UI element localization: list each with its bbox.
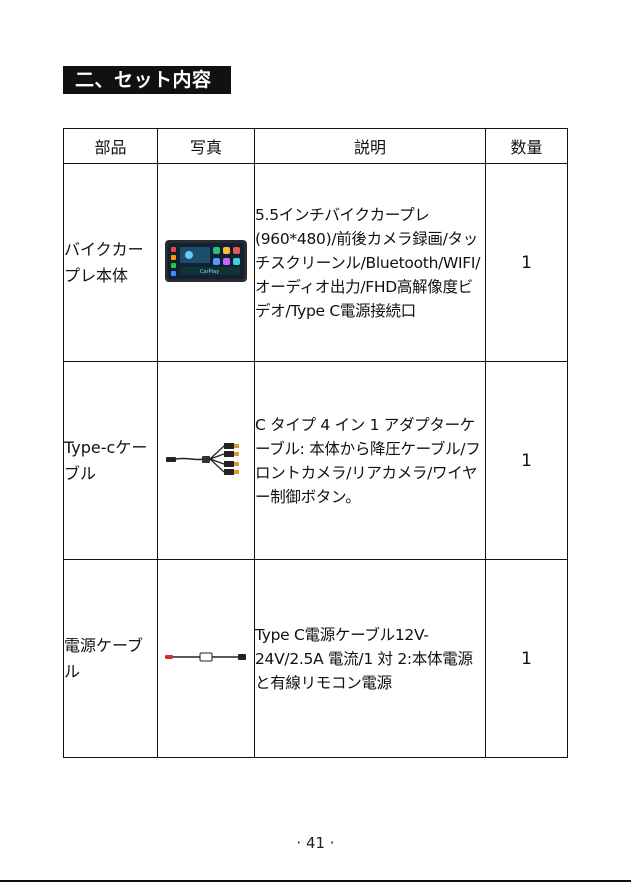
part-name: 電源ケーブル (64, 560, 158, 758)
quantity: 1 (486, 560, 568, 758)
description: C タイプ 4 イン 1 アダプターケーブル: 本体から降圧ケーブル/フロントカ… (255, 362, 486, 560)
power-cable-image (164, 647, 248, 667)
table-row: 電源ケーブル Type C電源ケーブル12V-24V/2.5A 電流/1 対 2… (64, 560, 568, 758)
description: 5.5インチバイクカープレ(960*480)/前後カメラ録画/タッチスクリーンル… (255, 164, 486, 362)
header-quantity: 数量 (486, 129, 568, 164)
type-c-splitter-cable-image (164, 437, 248, 481)
section-title: 二、セット内容 (63, 66, 231, 94)
svg-text:CarPlay: CarPlay (200, 269, 219, 275)
contents-table: 部品 写真 説明 数量 バイクカープレ本体 (63, 128, 568, 758)
description: Type C電源ケーブル12V-24V/2.5A 電流/1 対 2:本体電源と有… (255, 560, 486, 758)
photo-cell (158, 362, 255, 560)
header-description: 説明 (255, 129, 486, 164)
bottom-rule (0, 880, 631, 882)
quantity: 1 (486, 164, 568, 362)
table-row: バイクカープレ本体 (64, 164, 568, 362)
photo-cell (158, 560, 255, 758)
photo-cell: CarPlay (158, 164, 255, 362)
header-part: 部品 (64, 129, 158, 164)
table-row: Type-cケーブル (64, 362, 568, 560)
header-photo: 写真 (158, 129, 255, 164)
part-name: Type-cケーブル (64, 362, 158, 560)
part-name: バイクカープレ本体 (64, 164, 158, 362)
page-number: · 41 · (0, 834, 631, 852)
table-header-row: 部品 写真 説明 数量 (64, 129, 568, 164)
quantity: 1 (486, 362, 568, 560)
dash-monitor-image: CarPlay (164, 239, 248, 283)
